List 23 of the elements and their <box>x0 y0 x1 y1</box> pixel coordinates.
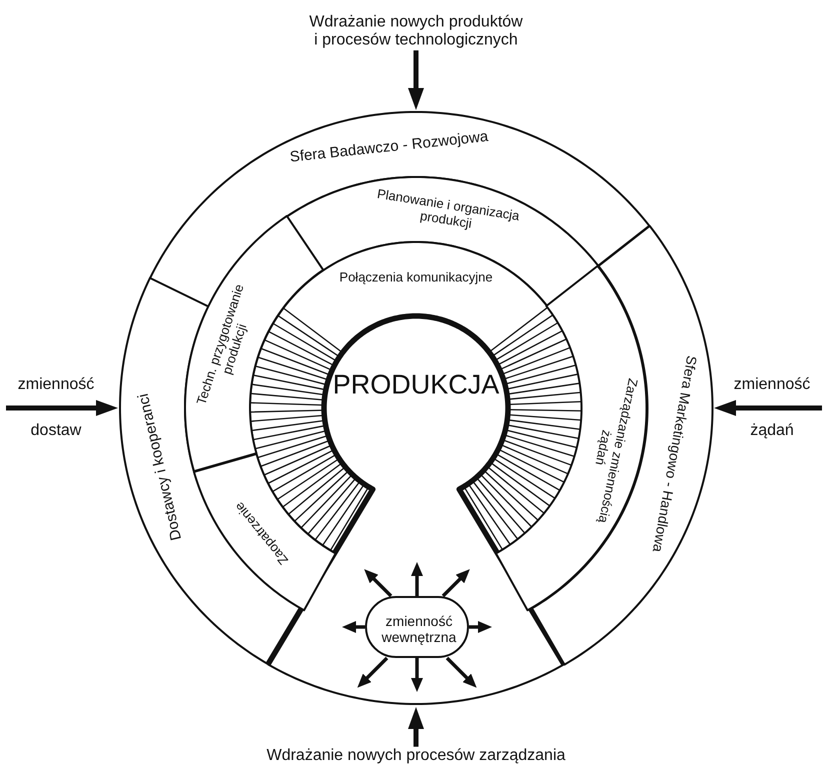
annotation-text: dostaw <box>30 422 82 440</box>
arrow <box>714 400 822 416</box>
arrow <box>411 562 423 596</box>
node-label: zmienność wewnętrzna <box>380 612 458 646</box>
center-label: PRODUKCJA <box>332 369 500 401</box>
annotation-text: Wdrażanie nowych produktów i procesów technologicznych <box>266 14 566 50</box>
arrow <box>408 707 424 747</box>
arrow <box>408 50 424 110</box>
arrow <box>469 621 492 633</box>
arrow <box>442 568 472 598</box>
arrow <box>342 621 365 633</box>
arrow <box>362 568 392 598</box>
annotation-text: zmienność <box>18 376 94 394</box>
arrow <box>411 658 423 692</box>
annotation-text: zmienność <box>734 376 810 394</box>
arrow <box>6 400 118 416</box>
sector-label: Planowanie i organizacja produkcji <box>374 185 522 234</box>
sector-label: Połączenia komunikacyjne <box>339 270 493 286</box>
sector-label: Sfera Badawczo - Rozwojowa <box>288 128 489 166</box>
annotation-text: żądań <box>750 422 794 440</box>
arrow <box>356 656 388 689</box>
arrow <box>446 656 478 689</box>
annotation-text: Wdrażanie nowych procesów zarządzania <box>266 746 566 766</box>
